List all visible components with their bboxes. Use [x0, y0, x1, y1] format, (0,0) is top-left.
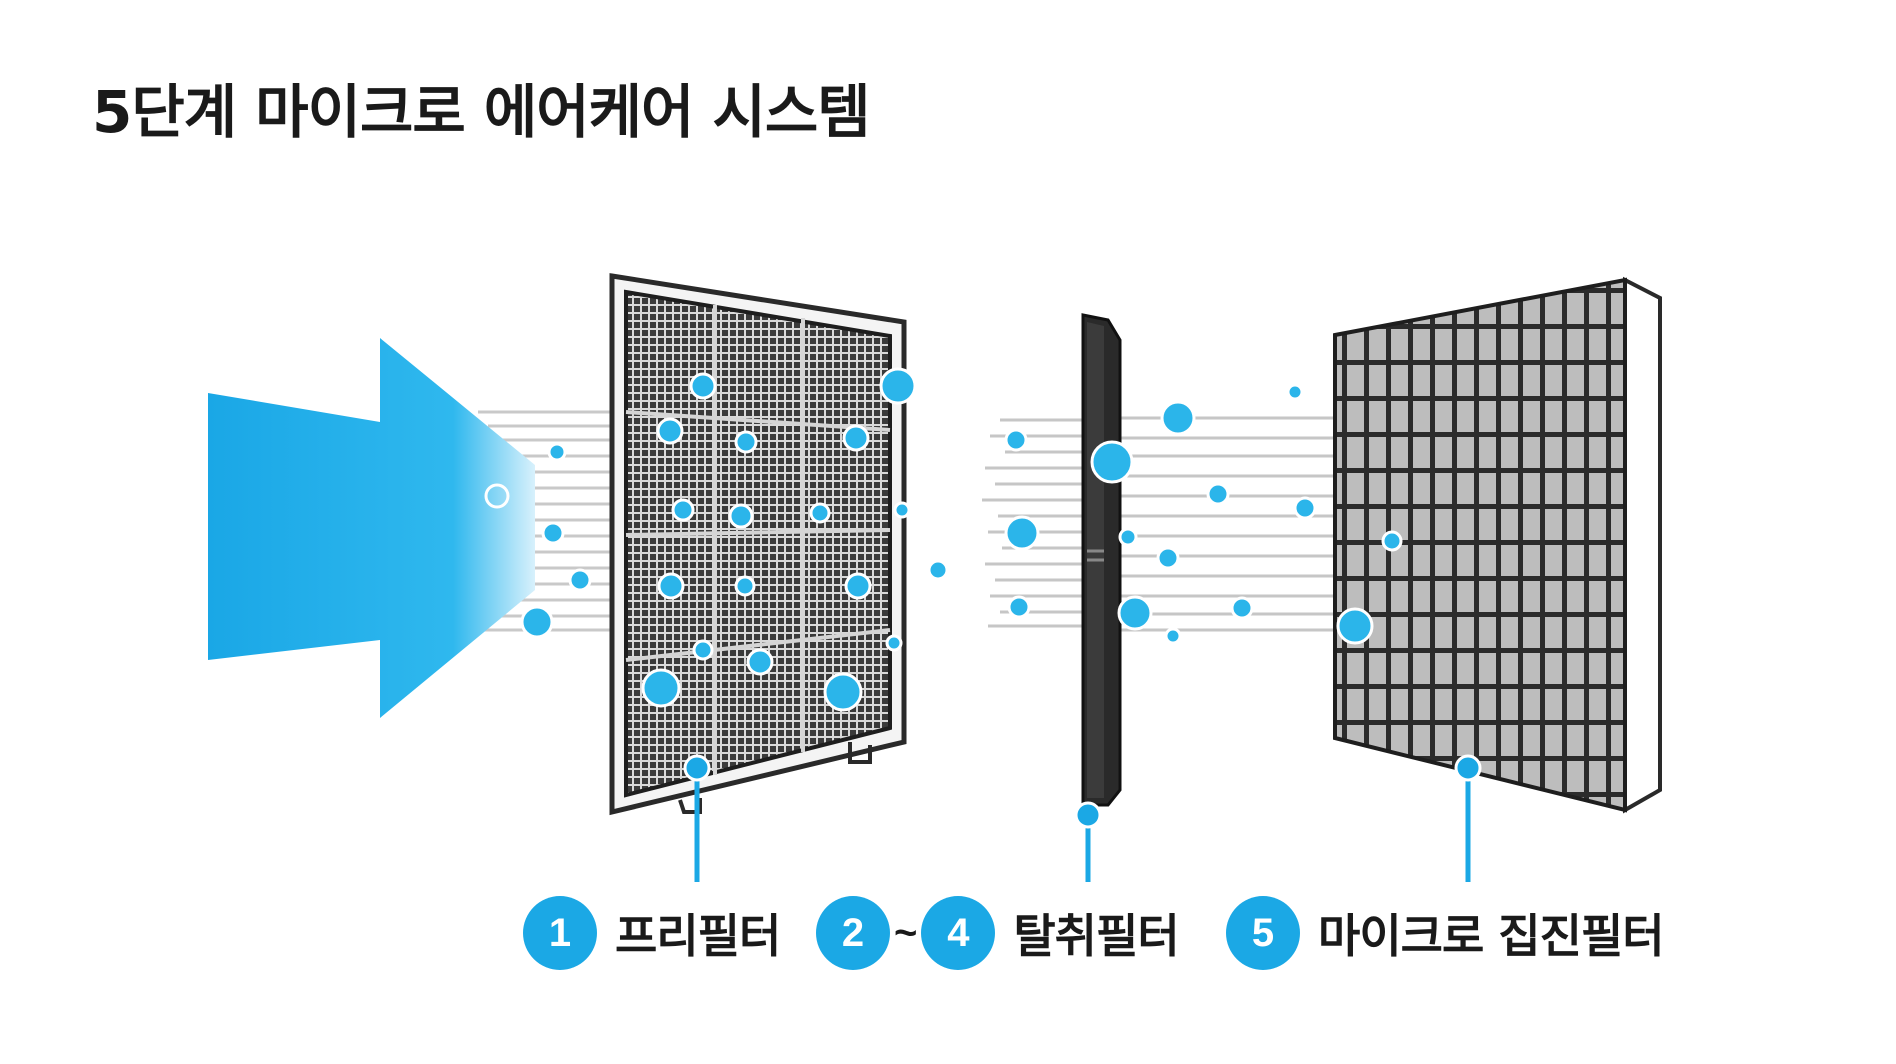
label-deodorizing-filter: 2 ~ 4 탈취필터 — [816, 893, 1180, 973]
step-range-separator: ~ — [894, 910, 918, 955]
dust-particles — [520, 367, 1403, 712]
step-5-badge: 5 — [1226, 896, 1300, 970]
step-4-badge: 4 — [921, 896, 996, 970]
page-title: 5단계 마이크로 에어케어 시스템 — [92, 78, 871, 146]
deodorizing-filter-leader — [1074, 801, 1102, 882]
airflow-arrow-icon — [208, 338, 535, 718]
micro-dust-filter-label: 마이크로 집진필터 — [1318, 909, 1665, 963]
step-1-badge: 1 — [523, 896, 597, 970]
label-pre-filter: 1 프리필터 — [523, 893, 781, 973]
pre-filter-leader — [683, 754, 711, 882]
pre-filter-icon — [609, 273, 907, 816]
deodorizing-filter-icon — [1081, 313, 1122, 807]
airflow-lines-right — [1115, 416, 1340, 632]
pre-filter-label: 프리필터 — [615, 909, 781, 963]
step-2-badge: 2 — [816, 896, 890, 970]
label-micro-dust-filter: 5 마이크로 집진필터 — [1226, 893, 1665, 973]
deodorizing-filter-label: 탈취필터 — [1013, 909, 1179, 963]
arrow-particle-outline — [484, 483, 510, 509]
micro-dust-filter-icon — [1333, 276, 1662, 814]
micro-dust-filter-leader — [1454, 754, 1482, 882]
